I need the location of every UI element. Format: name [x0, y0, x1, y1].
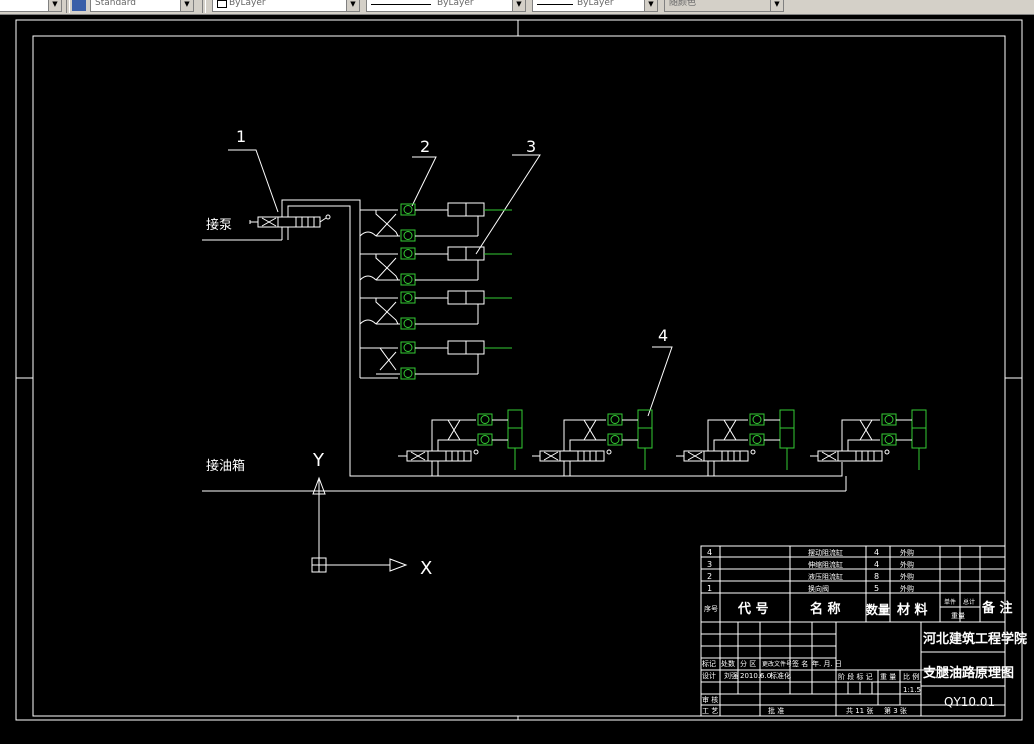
upper-cylinder-group	[359, 209, 400, 379]
pump-label: 接泵	[206, 217, 232, 233]
part-3-no: 3	[707, 560, 712, 569]
part-4-note: 外购	[900, 548, 914, 557]
company-name: 河北建筑工程学院	[923, 631, 1027, 647]
review-label: 审 核	[702, 695, 718, 704]
ucs-y-label: Y	[312, 450, 325, 471]
lower-connect-lines	[492, 419, 912, 441]
tank-label: 接油箱	[206, 458, 245, 474]
title-block-text: 4 摆动阻流缸 4 外购 3 伸缩阻流缸 4 外购 2 液压阻流缸 8 外购 1…	[702, 548, 1027, 715]
chevron-down-icon[interactable]: ▼	[512, 0, 525, 11]
lineweight-sample-icon	[537, 4, 573, 5]
chevron-down-icon[interactable]: ▼	[48, 0, 61, 11]
header-name: 名 称	[810, 601, 841, 617]
part-3-name: 伸缩阻流缸	[808, 560, 843, 569]
sheet-number: 第 3 张	[884, 706, 907, 715]
approve-label: 批 准	[768, 706, 784, 715]
callout-leaders	[228, 149, 673, 417]
design-date: 2010.6.0	[740, 672, 771, 680]
part-4-name: 摆动阻流缸	[808, 548, 843, 557]
drawing-title: 支腿油路原理图	[922, 665, 1014, 681]
rev-mark: 标记	[702, 659, 716, 668]
rev-doc: 更改文件号	[762, 660, 792, 668]
header-qty: 数量	[866, 602, 890, 617]
callout-2: 2	[420, 137, 430, 156]
standardization: 标准化	[770, 671, 791, 680]
toolbar-separator	[202, 0, 206, 13]
part-4-qty: 4	[874, 548, 879, 557]
upper-piston-rods	[484, 209, 512, 349]
chevron-down-icon[interactable]: ▼	[644, 0, 657, 11]
header-no: 序号	[704, 604, 718, 613]
header-single: 单件	[944, 598, 956, 606]
process-label: 工 艺	[702, 707, 718, 715]
upper-cylinder-lines	[415, 202, 485, 375]
properties-toolbar: ▼ Standard ▼ ByLayer ▼ ByLayer ▼ ByLayer ▼ 随…	[0, 0, 1034, 15]
part-3-note: 外购	[900, 560, 914, 569]
part-4-no: 4	[707, 548, 712, 557]
rev-sign: 签 名	[792, 659, 808, 668]
header-remark: 备 注	[981, 600, 1013, 616]
main-directional-valve	[202, 199, 843, 477]
lower-valve-groups	[350, 377, 890, 477]
color-value: ByLayer	[229, 0, 266, 8]
stage-weight: 重 量	[880, 673, 896, 681]
color-combo[interactable]: ByLayer ▼	[212, 0, 360, 12]
chevron-down-icon[interactable]: ▼	[346, 0, 359, 11]
rev-date: 年. 月. 日	[812, 659, 842, 668]
header-code: 代 号	[737, 601, 769, 617]
callout-1: 1	[236, 127, 246, 146]
plot-style-value: 随颜色	[669, 0, 697, 8]
text-style-combo[interactable]: Standard ▼	[90, 0, 194, 12]
chevron-down-icon[interactable]: ▼	[770, 0, 783, 11]
part-1-no: 1	[707, 584, 712, 593]
color-swatch-icon	[217, 0, 227, 8]
callout-3: 3	[526, 137, 536, 156]
stage-scale: 比 例	[903, 672, 919, 681]
text-style-value: Standard	[95, 0, 136, 8]
chevron-down-icon[interactable]: ▼	[180, 0, 193, 11]
text-style-icon[interactable]	[72, 0, 86, 11]
rev-zone: 分 区	[740, 659, 756, 668]
sheet-total: 共 11 张	[846, 706, 873, 715]
part-2-name: 液压阻流缸	[808, 572, 843, 581]
lineweight-value: ByLayer	[577, 0, 614, 8]
model-space-canvas[interactable]: 1 2 3 4 接泵 接油箱	[0, 14, 1034, 744]
title-block	[700, 545, 1006, 717]
part-2-no: 2	[707, 572, 712, 581]
header-total: 总计	[963, 598, 975, 606]
header-material: 材 料	[897, 602, 928, 618]
linetype-sample-icon	[371, 4, 431, 5]
part-3-qty: 4	[874, 560, 879, 569]
design-label: 设计	[702, 671, 716, 680]
linetype-combo[interactable]: ByLayer ▼	[366, 0, 526, 12]
scale-value: 1:1.5	[903, 686, 921, 694]
upper-check-valves	[400, 203, 416, 380]
rev-count: 处数	[721, 659, 735, 668]
drawing-frame	[15, 19, 1023, 721]
part-2-qty: 8	[874, 572, 879, 581]
toolbar-separator	[66, 0, 70, 13]
drawing-number: QY10.01	[944, 695, 995, 709]
previous-combo[interactable]: ▼	[0, 0, 62, 12]
part-1-note: 外购	[900, 584, 914, 593]
plot-style-combo[interactable]: 随颜色 ▼	[664, 0, 784, 12]
lineweight-combo[interactable]: ByLayer ▼	[532, 0, 658, 12]
designer: 刘强	[724, 671, 738, 680]
part-2-note: 外购	[900, 572, 914, 581]
ucs-icon	[311, 476, 408, 573]
linetype-value: ByLayer	[437, 0, 474, 8]
part-1-name: 换向阀	[808, 584, 829, 593]
callout-4: 4	[658, 326, 668, 345]
stage-mark: 阶 段 标 记	[838, 672, 873, 681]
part-1-qty: 5	[874, 584, 879, 593]
header-weight: 重量	[951, 612, 965, 620]
ucs-x-label: X	[420, 558, 432, 579]
